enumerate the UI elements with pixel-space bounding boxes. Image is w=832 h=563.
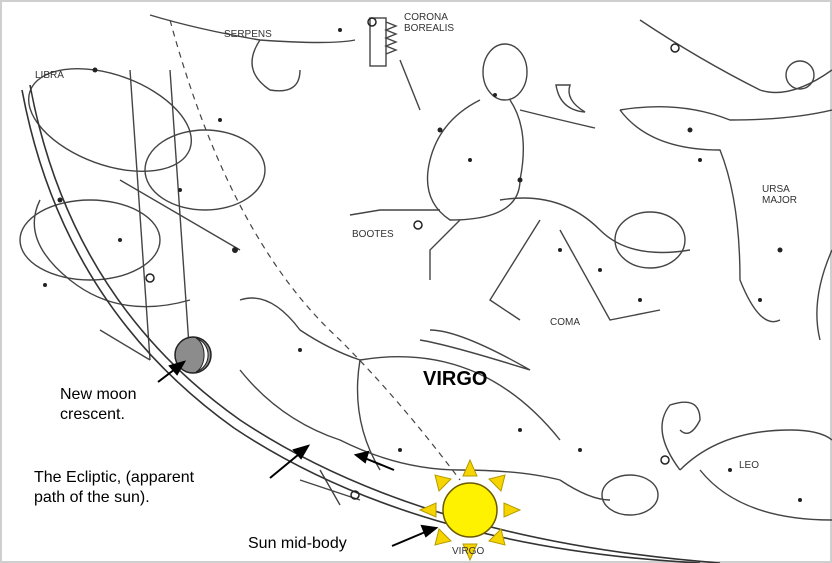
sun-icon bbox=[420, 460, 520, 560]
dashed-guide-line bbox=[170, 20, 460, 480]
label-coma: COMA bbox=[550, 317, 580, 328]
bootes-figure bbox=[350, 44, 595, 280]
serpens-figure bbox=[150, 15, 355, 91]
label-leo: LEO bbox=[739, 460, 759, 471]
label-virgo-title: VIRGO bbox=[423, 368, 487, 390]
annotation-sun: Sun mid-body bbox=[248, 534, 347, 554]
virgo-figure bbox=[240, 298, 658, 515]
label-ursa-major: URSA MAJOR bbox=[762, 184, 797, 206]
annotation-ecliptic: The Ecliptic, (apparent path of the sun)… bbox=[34, 468, 194, 508]
label-corona-borealis: CORONA BOREALIS bbox=[404, 12, 454, 34]
label-bootes: BOOTES bbox=[352, 229, 394, 240]
libra-figure bbox=[15, 49, 265, 360]
coma-figure bbox=[490, 198, 690, 320]
label-libra: LIBRA bbox=[35, 70, 64, 81]
label-virgo-small: VIRGO bbox=[452, 546, 484, 557]
ursa-major-figure bbox=[620, 20, 832, 340]
annotation-new-moon: New moon crescent. bbox=[60, 385, 136, 425]
stars bbox=[43, 28, 802, 502]
label-serpens: SERPENS bbox=[224, 29, 272, 40]
